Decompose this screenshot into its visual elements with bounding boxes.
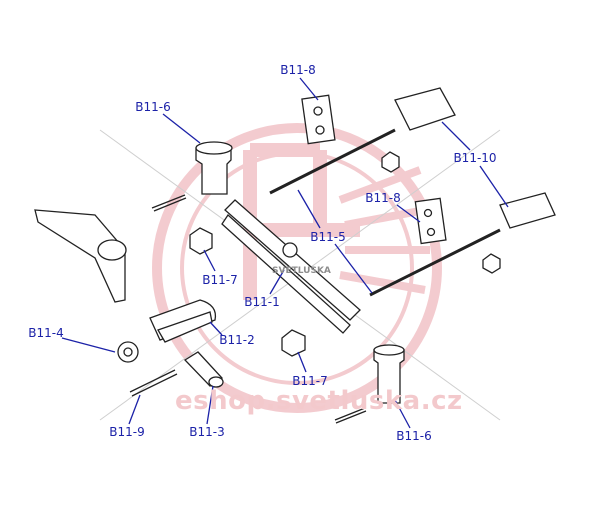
label-b11-9: B11-9: [109, 425, 145, 439]
label-b11-8-top: B11-8: [280, 63, 316, 77]
rod-b11-5: [369, 228, 501, 297]
watermark-logo-text: SVETLUSKA: [272, 266, 331, 276]
cotter-pin-b11-9: [129, 369, 178, 397]
plate-b11-8-top: [301, 94, 336, 145]
bushing-b11-6-top: [195, 147, 232, 195]
link-b11-1: [224, 199, 361, 321]
label-b11-10: B11-10: [453, 151, 497, 165]
nut-b11-7b: [281, 329, 306, 357]
label-b11-1: B11-1: [244, 295, 280, 309]
label-b11-6-bottom: B11-6: [396, 429, 432, 443]
watermark-url: eshop.svetluska.cz: [175, 386, 463, 416]
parts: [34, 87, 556, 424]
label-b11-2: B11-2: [219, 333, 255, 347]
cotter-pin-bottom: [334, 407, 367, 424]
nut-right: [482, 253, 501, 274]
rod-b11-5-top: [269, 128, 396, 195]
label-b11-8: B11-8: [365, 191, 401, 205]
label-b11-6-top: B11-6: [135, 100, 171, 114]
nut-b11-7: [189, 227, 213, 255]
lever-arm: [34, 209, 126, 303]
label-b11-5: B11-5: [310, 230, 346, 244]
nut-top: [381, 151, 400, 173]
leader-lines: [61, 77, 509, 429]
plate-b11-8: [414, 197, 447, 245]
bushing-b11-6: [373, 349, 405, 404]
label-b11-3: B11-3: [189, 425, 225, 439]
label-b11-7-top: B11-7: [202, 273, 238, 287]
label-b11-7-bottom: B11-7: [292, 374, 328, 388]
sleeve-b11-10-top: [394, 87, 456, 131]
sleeve-b11-10: [499, 192, 556, 229]
label-b11-4: B11-4: [28, 326, 64, 340]
cotter-pin-top: [151, 194, 187, 212]
